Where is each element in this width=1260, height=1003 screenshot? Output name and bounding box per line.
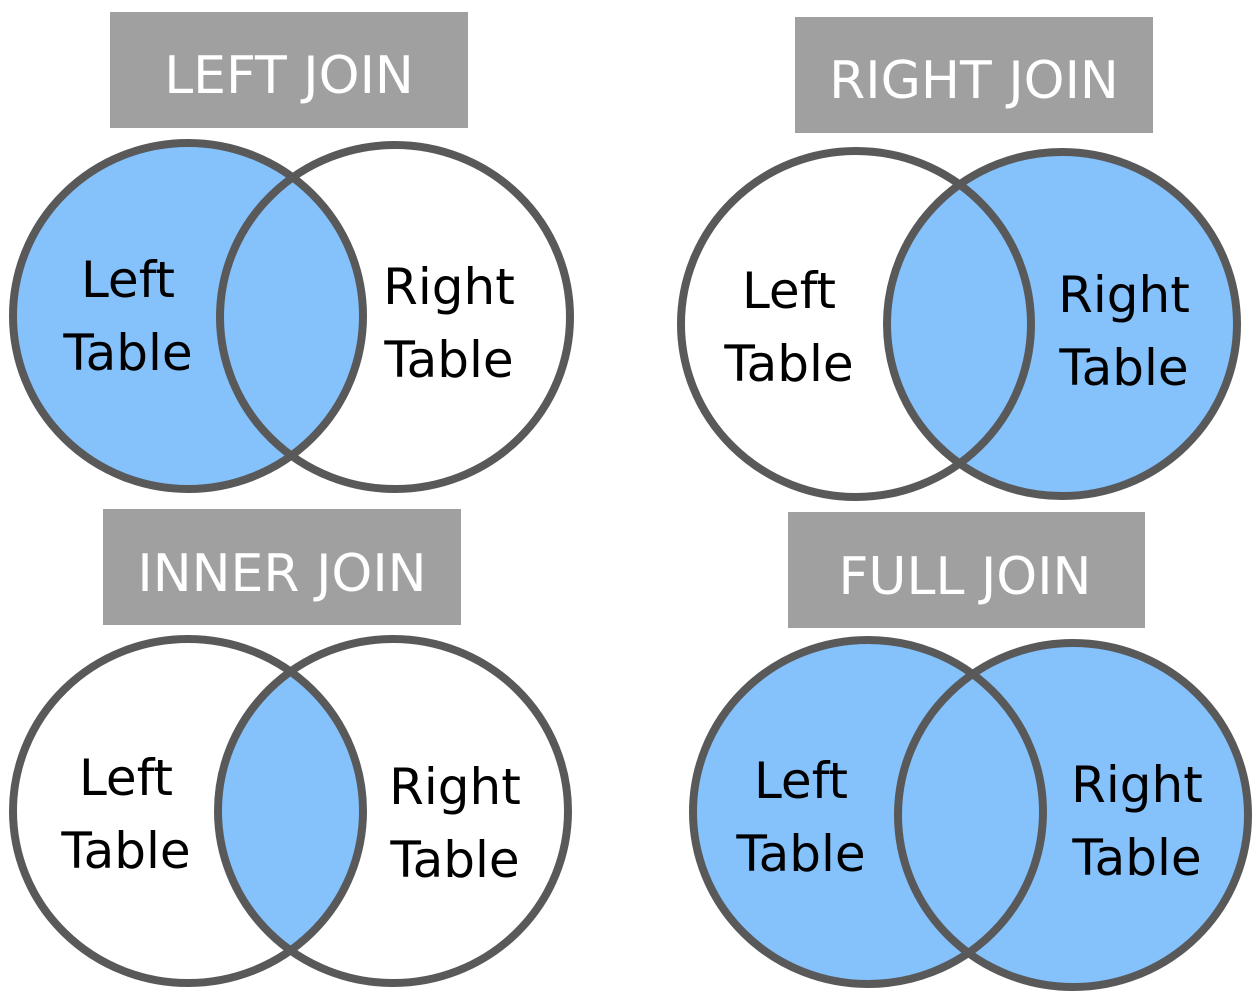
right-table-label: Right bbox=[1058, 266, 1190, 324]
left-table-label: Left bbox=[79, 749, 173, 807]
left-table-label: Left bbox=[742, 262, 836, 320]
right-table-label: Table bbox=[1071, 829, 1201, 887]
left-table-label: Table bbox=[723, 335, 853, 393]
title-label: FULL JOIN bbox=[839, 547, 1092, 607]
title-label: RIGHT JOIN bbox=[829, 51, 1119, 111]
right-join-diagram: RIGHT JOIN Left Table Right Table bbox=[677, 17, 1241, 501]
title-box bbox=[103, 509, 461, 625]
left-circle-outline bbox=[677, 147, 1035, 501]
left-join-diagram: LEFT JOIN Left Table Right Table bbox=[9, 12, 574, 493]
title-box bbox=[795, 17, 1153, 133]
title-box bbox=[110, 12, 468, 128]
intersection-region bbox=[218, 639, 363, 983]
left-table-label: Left bbox=[754, 752, 848, 810]
right-circle-outline bbox=[883, 148, 1241, 500]
left-table-label: Table bbox=[60, 822, 190, 880]
intersection-region bbox=[898, 643, 1043, 984]
left-circle-outline bbox=[689, 636, 1047, 988]
right-circle-outline bbox=[214, 635, 572, 987]
right-table-label: Table bbox=[389, 831, 519, 889]
full-join-diagram: FULL JOIN Left Table Right Table bbox=[689, 512, 1252, 991]
right-circle-outline bbox=[216, 141, 574, 493]
left-table-label: Left bbox=[81, 251, 175, 309]
intersection-region bbox=[887, 152, 1031, 496]
right-table-label: Table bbox=[1058, 339, 1188, 397]
title-box bbox=[788, 512, 1145, 628]
intersection-region bbox=[220, 145, 363, 489]
left-circle-outline bbox=[9, 635, 367, 987]
right-table-label: Right bbox=[1071, 756, 1203, 814]
left-circle-outline bbox=[9, 139, 367, 493]
left-table-label: Table bbox=[62, 324, 192, 382]
title-label: INNER JOIN bbox=[137, 544, 426, 604]
right-table-label: Right bbox=[383, 258, 515, 316]
right-table-label: Right bbox=[389, 758, 521, 816]
left-table-label: Table bbox=[735, 825, 865, 883]
right-table-label: Table bbox=[383, 331, 513, 389]
inner-join-diagram: INNER JOIN Left Table Right Table bbox=[9, 509, 572, 987]
right-circle-outline bbox=[894, 639, 1252, 991]
title-label: LEFT JOIN bbox=[164, 46, 414, 106]
